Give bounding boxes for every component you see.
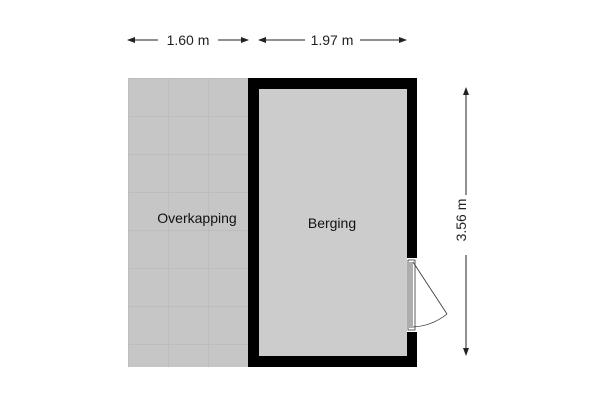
- overkapping-area: [128, 78, 248, 367]
- dimension-width-right: 1.97 m: [258, 32, 407, 48]
- room-label-overkapping: Overkapping: [157, 210, 236, 226]
- room-label-berging: Berging: [308, 215, 356, 231]
- dimension-height: 3.56 m: [453, 87, 469, 356]
- berging-walls: [248, 78, 417, 367]
- dimension-label: 1.97 m: [311, 32, 354, 48]
- dimension-label: 1.60 m: [167, 32, 210, 48]
- door: [407, 259, 448, 331]
- dimension-label: 3.56 m: [453, 199, 469, 242]
- dimension-width-left: 1.60 m: [127, 32, 249, 48]
- berging-floor: [259, 89, 407, 356]
